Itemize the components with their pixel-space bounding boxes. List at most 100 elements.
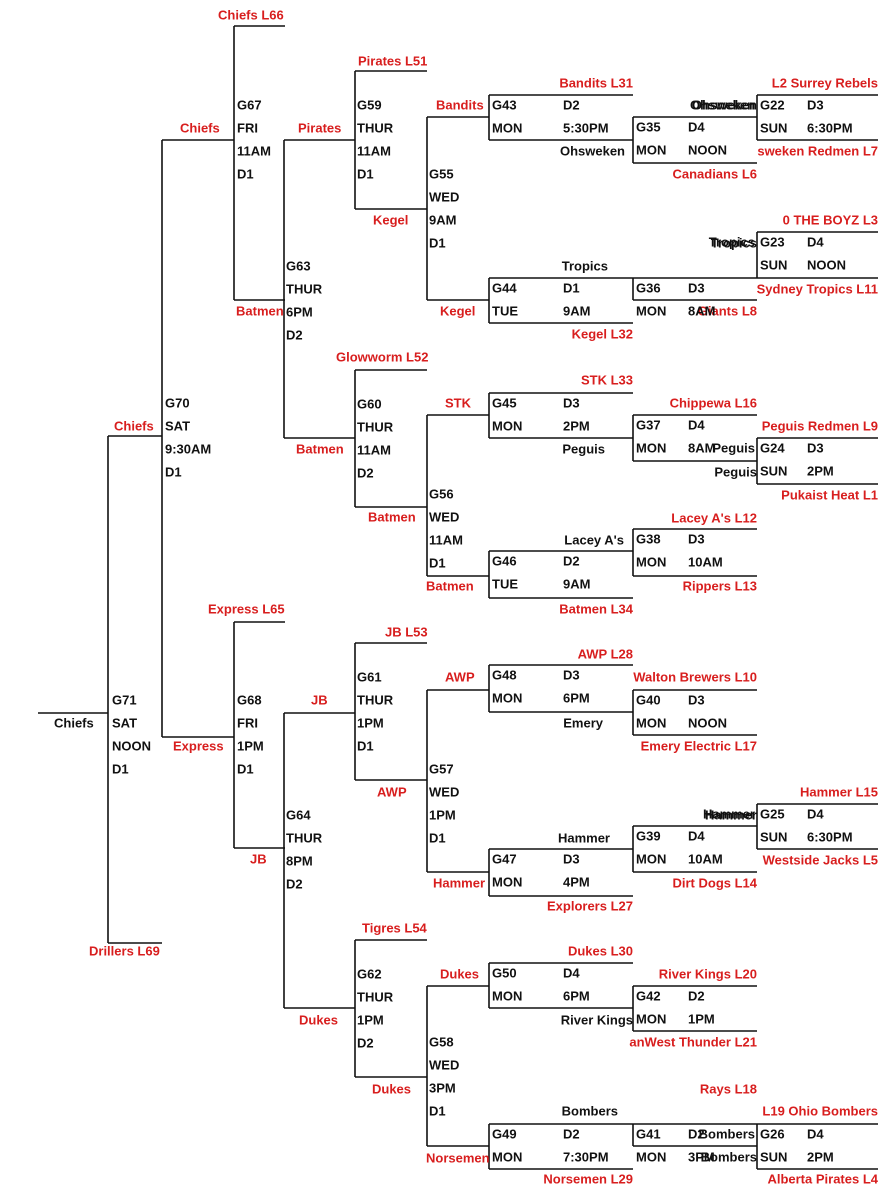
team-label: River Kings xyxy=(561,1012,633,1027)
team-label: JB xyxy=(311,692,328,707)
game-time: 10AM xyxy=(688,554,723,569)
game-diamond: D2 xyxy=(563,1126,580,1141)
team-label: Pukaist Heat L1 xyxy=(781,487,878,502)
team-label: JB xyxy=(250,851,267,866)
game-diamond: D3 xyxy=(688,531,705,546)
game-id: G62 xyxy=(357,966,382,981)
team-label: Tropics xyxy=(709,234,755,249)
team-label: Kegel L32 xyxy=(572,326,633,341)
game-day: SUN xyxy=(760,463,787,478)
team-label: Express xyxy=(173,738,224,753)
game-time: NOON xyxy=(688,142,727,157)
game-day: FRI xyxy=(237,715,258,730)
team-label: STK xyxy=(445,395,472,410)
team-label: AWP L28 xyxy=(578,646,633,661)
game-id: G56 xyxy=(429,486,454,501)
game-day: SAT xyxy=(165,418,190,433)
team-label: Batmen xyxy=(426,578,474,593)
game-time: 8PM xyxy=(286,853,313,868)
game-id: G59 xyxy=(357,97,382,112)
game-day: THUR xyxy=(357,989,394,1004)
game-id: G23 xyxy=(760,234,785,249)
game-day: MON xyxy=(636,303,666,318)
game-day: MON xyxy=(492,690,522,705)
game-id: G47 xyxy=(492,851,517,866)
game-time: 2PM xyxy=(563,418,590,433)
game-time: 1PM xyxy=(357,1012,384,1027)
team-label: Pirates xyxy=(298,120,341,135)
game-id: G45 xyxy=(492,395,517,410)
game-diamond: D1 xyxy=(429,235,446,250)
team-label: Bandits xyxy=(436,97,484,112)
team-label: Drillers L69 xyxy=(89,943,160,958)
game-diamond: D1 xyxy=(429,1103,446,1118)
team-label: Explorers L27 xyxy=(547,898,633,913)
game-time: 4PM xyxy=(563,874,590,889)
team-label: Alberta Pirates L4 xyxy=(767,1171,878,1186)
game-id: G22 xyxy=(760,97,785,112)
game-day: MON xyxy=(636,440,666,455)
team-label: Glowworm L52 xyxy=(336,349,428,364)
game-day: THUR xyxy=(357,120,394,135)
game-time: 6PM xyxy=(563,690,590,705)
team-label: Pirates L51 xyxy=(358,53,427,68)
team-label: Express L65 xyxy=(208,601,285,616)
game-day: MON xyxy=(492,1149,522,1164)
game-id: G71 xyxy=(112,692,137,707)
game-day: FRI xyxy=(237,120,258,135)
team-label: Bombers xyxy=(562,1103,618,1118)
team-label: Ohsweken xyxy=(560,143,625,158)
game-time: 1PM xyxy=(688,1011,715,1026)
team-label: Rippers L13 xyxy=(683,578,757,593)
game-time: 3PM xyxy=(429,1080,456,1095)
game-day: THUR xyxy=(357,419,394,434)
team-label: Ohsweken xyxy=(690,97,755,112)
game-time: 8AM xyxy=(688,440,715,455)
game-diamond: D4 xyxy=(688,119,705,134)
game-diamond: D1 xyxy=(165,464,182,479)
game-id: G48 xyxy=(492,667,517,682)
game-diamond: D3 xyxy=(563,851,580,866)
game-id: G46 xyxy=(492,553,517,568)
game-id: G63 xyxy=(286,258,311,273)
game-day: WED xyxy=(429,509,459,524)
team-label: Tropics xyxy=(562,258,608,273)
game-diamond: D3 xyxy=(563,395,580,410)
team-label: Chiefs L66 xyxy=(218,7,284,22)
team-label: Norsemen L29 xyxy=(543,1171,633,1186)
game-time: 11AM xyxy=(357,442,391,457)
team-label: Dirt Dogs L14 xyxy=(672,875,757,890)
game-time: 2PM xyxy=(807,1149,834,1164)
game-diamond: D1 xyxy=(237,761,254,776)
team-label: JB L53 xyxy=(385,624,428,639)
team-label: Kegel xyxy=(373,212,408,227)
game-diamond: D4 xyxy=(807,806,824,821)
team-label: Canadians L6 xyxy=(672,166,757,181)
game-diamond: D3 xyxy=(563,667,580,682)
game-id: G24 xyxy=(760,440,785,455)
game-id: G61 xyxy=(357,669,382,684)
team-label: Chiefs xyxy=(114,418,154,433)
game-id: G60 xyxy=(357,396,382,411)
team-label: anWest Thunder L21 xyxy=(629,1034,757,1049)
game-day: WED xyxy=(429,189,459,204)
game-id: G43 xyxy=(492,97,517,112)
team-label: Lacey A's xyxy=(564,532,624,547)
game-time: 11AM xyxy=(429,532,463,547)
game-id: G64 xyxy=(286,807,311,822)
game-day: MON xyxy=(492,120,522,135)
team-label: Lacey A's L12 xyxy=(671,510,757,525)
game-time: 9:30AM xyxy=(165,441,211,456)
team-label: Walton Brewers L10 xyxy=(633,669,757,684)
game-day: WED xyxy=(429,1057,459,1072)
game-diamond: D1 xyxy=(429,830,446,845)
game-time: 1PM xyxy=(357,715,384,730)
game-diamond: D2 xyxy=(688,1126,705,1141)
game-id: G68 xyxy=(237,692,262,707)
team-label: Tropics xyxy=(711,235,757,250)
game-time: NOON xyxy=(688,715,727,730)
team-label: AWP xyxy=(377,784,407,799)
team-label: Batmen L34 xyxy=(559,601,633,616)
game-id: G44 xyxy=(492,280,517,295)
